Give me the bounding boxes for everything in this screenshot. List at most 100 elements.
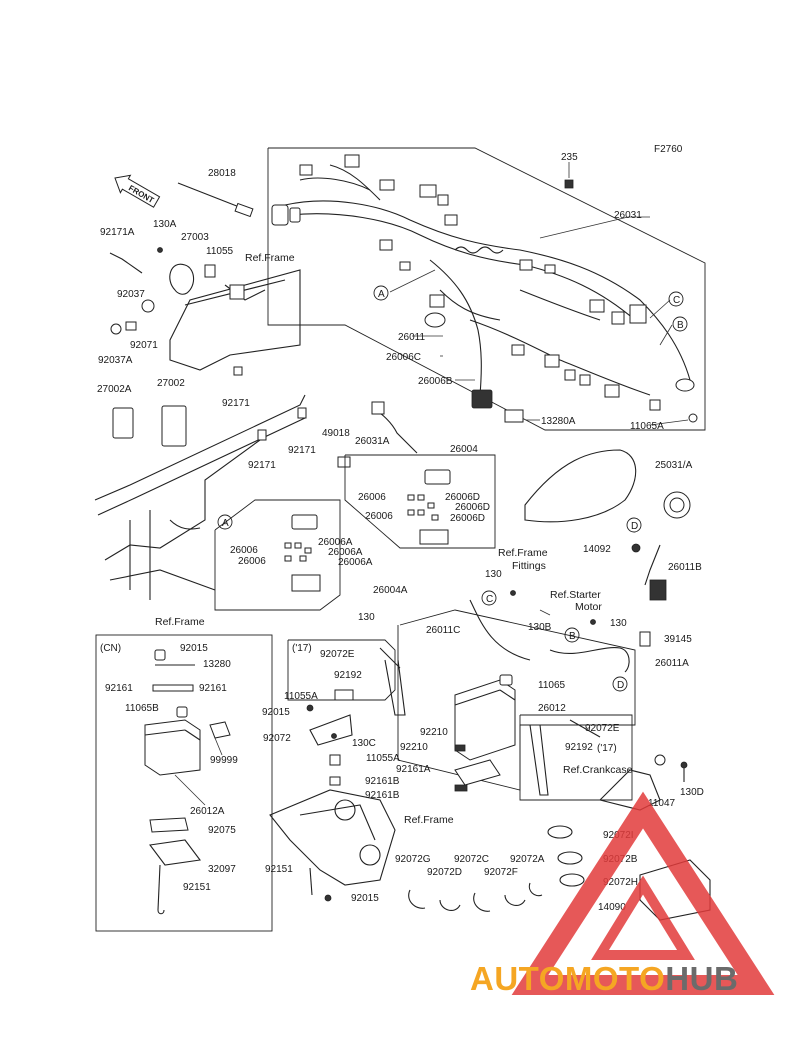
- callout-c-2: C: [481, 590, 497, 606]
- part-label: 49018: [322, 428, 350, 439]
- part-label: 92171: [288, 445, 316, 456]
- part-label: 11055A: [284, 691, 318, 702]
- part-label: 92072: [263, 733, 291, 744]
- part-label: 26011A: [655, 658, 689, 669]
- part-label: 26004A: [373, 585, 408, 596]
- clamps: [408, 825, 585, 912]
- part-label: 32097: [208, 864, 236, 875]
- frame-fittings-cover: [524, 449, 637, 523]
- part-label: 11065: [538, 680, 566, 691]
- callout-a-2: A: [217, 514, 233, 530]
- part-label: 92192: [334, 670, 362, 681]
- part-label: 92161A: [396, 764, 431, 775]
- svg-text:A: A: [378, 289, 385, 300]
- part-label: 92210: [420, 727, 448, 738]
- ref-frame-lower: Ref.Frame: [404, 814, 454, 826]
- part-label: 26006D: [445, 492, 480, 503]
- main-harness-group: [267, 147, 706, 431]
- ref-crankcase: Ref.Crankcase: [563, 764, 633, 776]
- part-label: 26006A: [318, 537, 353, 548]
- part-label: 26011C: [426, 625, 460, 636]
- part-label: 235: [561, 152, 578, 163]
- part-label: 13280A: [541, 416, 576, 427]
- part-label: 130: [610, 618, 627, 629]
- callout-a-1: A: [373, 285, 389, 301]
- part-label: 92071: [130, 340, 158, 351]
- ref-frame-fittings-line: Ref.Frame: [498, 547, 548, 559]
- part-label: 26011: [398, 332, 426, 343]
- year-label: ('17): [597, 743, 617, 754]
- part-label: 92072A: [510, 854, 545, 865]
- upper-left-assembly: [109, 182, 301, 376]
- part-label: 11047: [648, 798, 676, 809]
- part-label: 92171: [222, 398, 250, 409]
- part-label: 92075: [208, 825, 236, 836]
- part-label: 92037: [117, 289, 145, 300]
- part-label: 26006: [358, 492, 386, 503]
- part-label: 92151: [265, 864, 293, 875]
- part-label: 26031A: [355, 436, 390, 447]
- part-label: 130: [485, 569, 502, 580]
- part-label: 26006C: [386, 352, 421, 363]
- part-label: 92151: [183, 882, 211, 893]
- part-label: 26006A: [338, 557, 373, 568]
- part-label: 92161: [199, 683, 227, 694]
- part-label: 92037A: [98, 355, 133, 366]
- part-label: 92072D: [427, 867, 462, 878]
- part-label: 26006D: [455, 502, 490, 513]
- part-label: 130A: [153, 219, 177, 230]
- part-label: 28018: [208, 168, 236, 179]
- watermark-logo: [511, 791, 775, 995]
- part-labels: 235 26031 28018 92171A 130A 27003 11055 …: [97, 152, 704, 913]
- watermark-part2: HUB: [665, 960, 739, 997]
- part-label: 27003: [181, 232, 209, 243]
- part-label: 92015: [262, 707, 290, 718]
- part-label: 11055A: [366, 753, 400, 764]
- cn-box: [95, 634, 273, 932]
- ref-frame-fittings-line: Fittings: [512, 560, 546, 572]
- part-label: 26011B: [668, 562, 702, 573]
- part-label: 26006D: [450, 513, 485, 524]
- ref-starter-line: Motor: [575, 601, 602, 613]
- part-label: 27002: [157, 378, 185, 389]
- part-label: 26006: [230, 545, 258, 556]
- part-label: 130D: [680, 787, 704, 798]
- watermark-text: AUTOMOTOHUB: [470, 960, 738, 998]
- ref-frame-fittings: Ref.Frame Fittings: [498, 547, 551, 572]
- part-label: 92072E: [320, 649, 355, 660]
- part-label: 26012A: [190, 806, 225, 817]
- part-label: 92072C: [454, 854, 489, 865]
- callout-d-2: D: [612, 676, 628, 692]
- part-label: 39145: [664, 634, 692, 645]
- part-label: 130: [358, 612, 375, 623]
- svg-text:C: C: [673, 295, 680, 306]
- part-label: 92072H: [603, 877, 638, 888]
- part-label: 26006: [238, 556, 266, 567]
- part-label: 92171A: [100, 227, 135, 238]
- part-label: 130C: [352, 738, 376, 749]
- watermark-part1: AUTOMOTO: [470, 960, 666, 997]
- svg-text:B: B: [677, 320, 684, 331]
- ref-frame-top: Ref.Frame: [245, 252, 295, 264]
- part-label: 25031/A: [655, 460, 693, 471]
- ref-starter-line: Ref.Starter: [550, 589, 601, 601]
- part-label: 11065A: [630, 421, 664, 432]
- part-label: 92072E: [585, 723, 620, 734]
- part-label: 26012: [538, 703, 566, 714]
- figure-code: F2760: [654, 144, 683, 155]
- part-label: 11065B: [125, 703, 159, 714]
- part-label: 92072G: [395, 854, 431, 865]
- part-label: 26006: [365, 511, 393, 522]
- part-label: 92161B: [365, 776, 400, 787]
- svg-text:C: C: [486, 594, 493, 605]
- part-label: 92015: [351, 893, 379, 904]
- svg-text:D: D: [617, 680, 624, 691]
- svg-text:A: A: [222, 518, 229, 529]
- cn-label: (CN): [100, 643, 121, 654]
- part-label: 92015: [180, 643, 208, 654]
- battery-tray: [269, 689, 396, 902]
- ref-starter-motor: Ref.Starter Motor: [550, 589, 604, 613]
- part-label: 92161B: [365, 790, 400, 801]
- callout-d-1: D: [626, 517, 642, 533]
- relay-box-26004: [344, 454, 496, 549]
